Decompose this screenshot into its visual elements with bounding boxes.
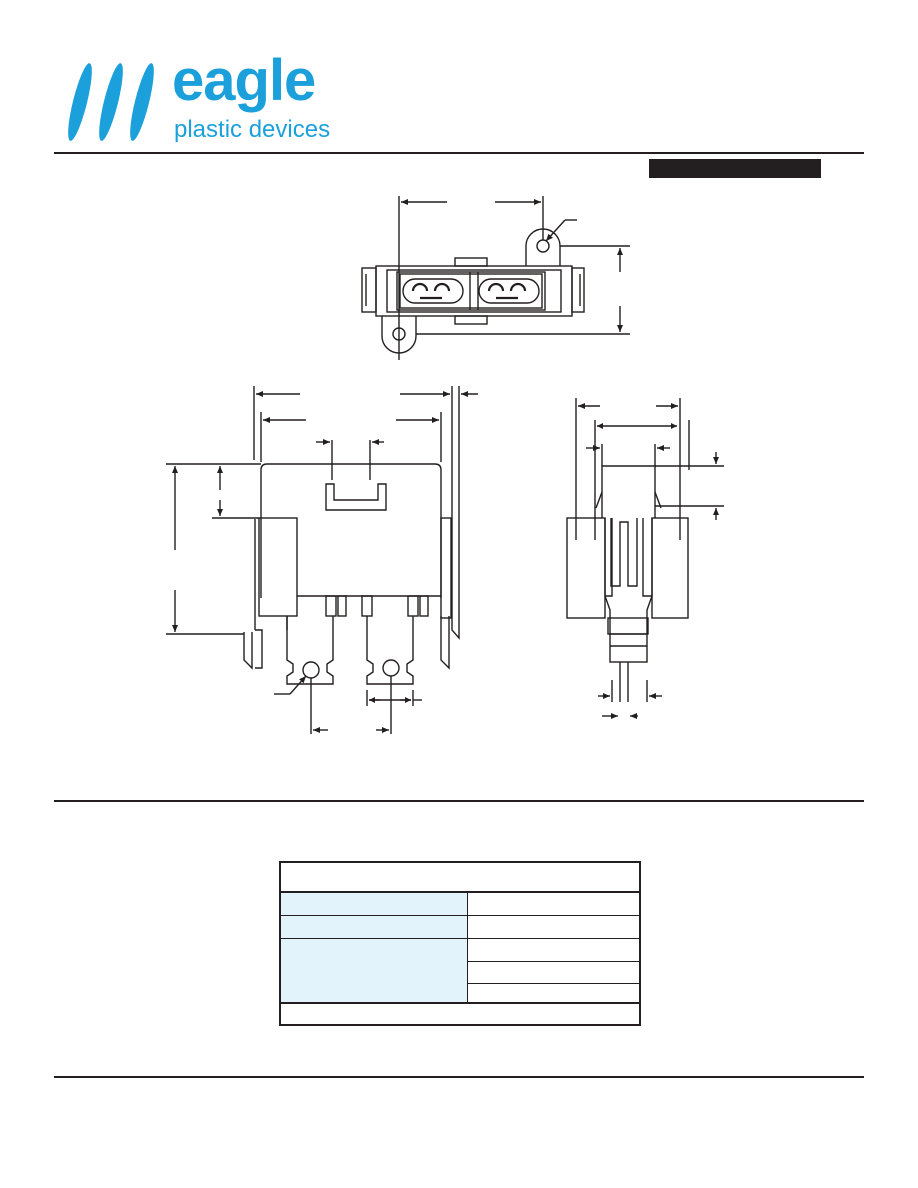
spec-value-cell — [468, 916, 639, 938]
spec-row — [281, 916, 639, 939]
section-rule — [54, 800, 864, 802]
spec-table-header — [281, 863, 639, 893]
spec-row — [281, 893, 639, 916]
spec-label-cell — [281, 961, 468, 983]
spec-row — [281, 983, 639, 1004]
spec-row — [281, 961, 639, 984]
spec-table-footer — [281, 1002, 639, 1024]
spec-value-cell — [468, 983, 639, 1004]
spec-value-cell — [468, 961, 639, 983]
front-view — [166, 386, 478, 734]
logo-stripes-icon — [68, 63, 154, 141]
spec-label-cell — [281, 983, 468, 1004]
brand-logo: eagle plastic devices — [60, 52, 350, 150]
technical-drawing — [166, 196, 724, 734]
spec-label-cell — [281, 893, 468, 915]
spec-row — [281, 939, 639, 962]
spec-label-cell — [281, 939, 468, 961]
spec-table — [279, 861, 641, 1026]
part-number-bar — [649, 159, 821, 178]
spec-value-cell — [468, 893, 639, 915]
header-rule — [54, 152, 864, 154]
brand-tagline: plastic devices — [174, 116, 331, 143]
side-view — [566, 398, 724, 719]
brand-name: eagle — [172, 48, 316, 113]
top-view — [361, 196, 630, 360]
spec-value-cell — [468, 939, 639, 961]
footer-rule — [54, 1076, 864, 1078]
spec-label-cell — [281, 916, 468, 938]
